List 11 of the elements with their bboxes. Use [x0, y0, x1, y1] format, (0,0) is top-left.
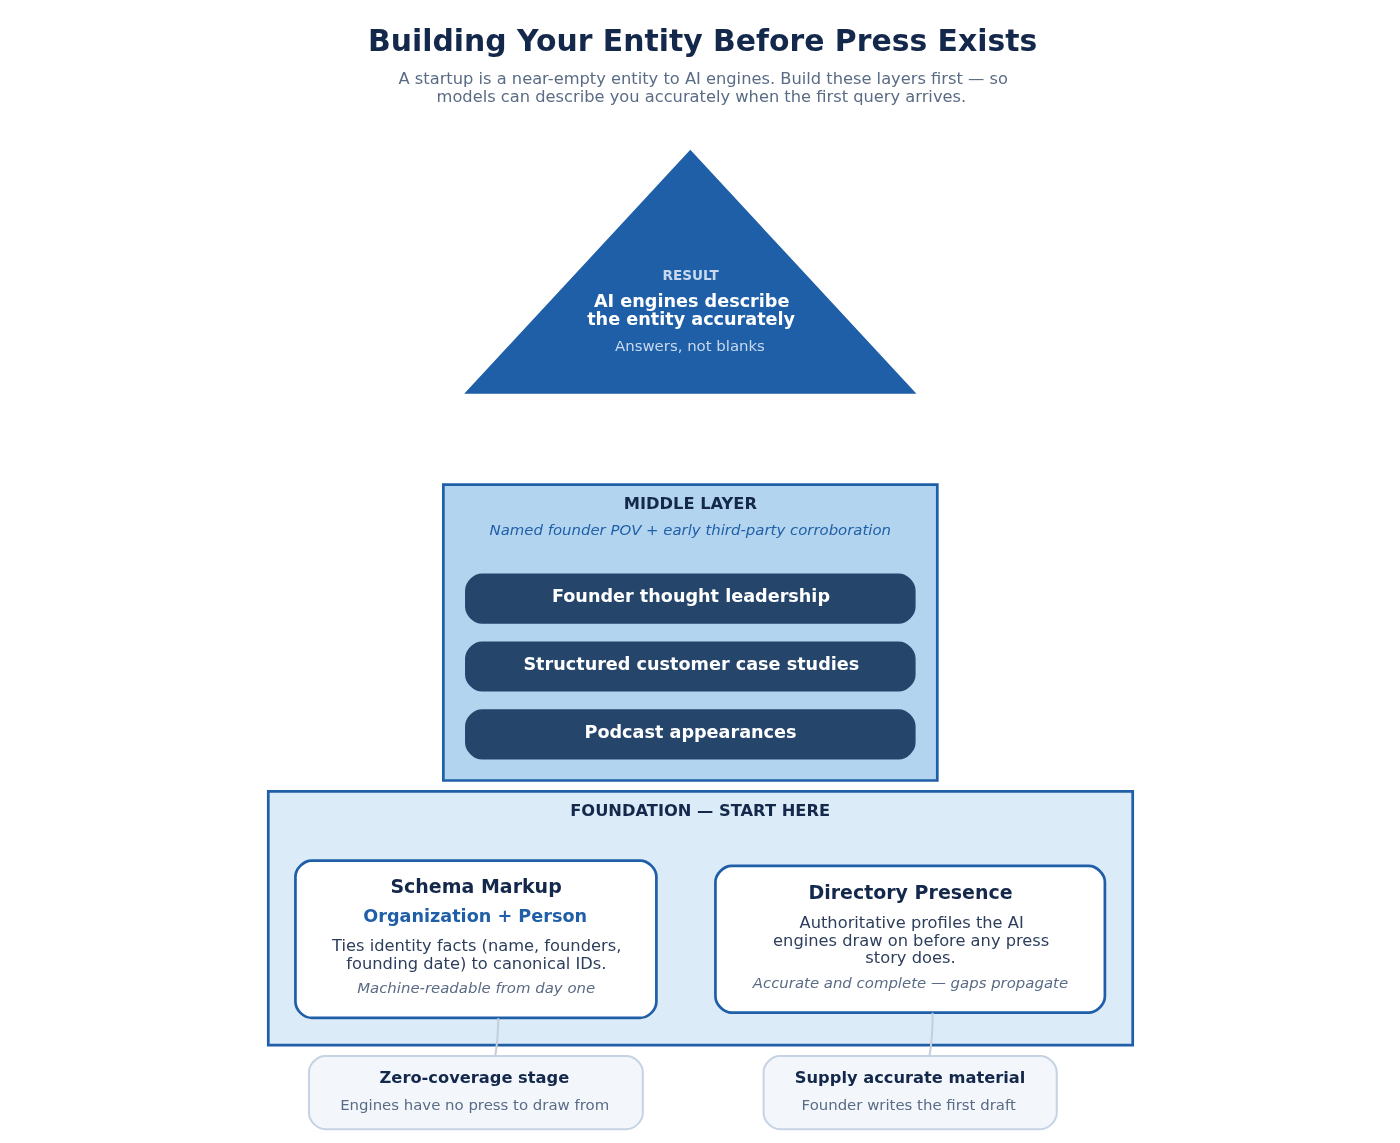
caption: A startup is a near-empty entity to AI engines. Build these layers first — so models can describe you accurately when the first query arrives. [398, 69, 1008, 107]
node-box: Founder thought leadership [464, 573, 916, 624]
diagram-title: Building Your Entity Before Press Exists [367, 22, 1037, 58]
node-box: Schema Markup Organization + Person Ties identity facts (name, founders, founding date) to canonical IDs. Machine-readable from day one [293, 859, 658, 1020]
node-box: Directory Presence Authoritative profiles the AI engines draw on before any press story does. Accurate and complete — gaps propagate [713, 864, 1106, 1014]
node-box: Zero-coverage stage Engines have no press to draw from [307, 1054, 644, 1131]
node-box: Supply accurate material Founder writes the first draft [762, 1054, 1058, 1131]
connector [493, 1018, 499, 1056]
connector [928, 1012, 934, 1056]
node-box: Podcast appearances [464, 709, 916, 760]
node-box: Structured customer case studies [464, 641, 916, 692]
